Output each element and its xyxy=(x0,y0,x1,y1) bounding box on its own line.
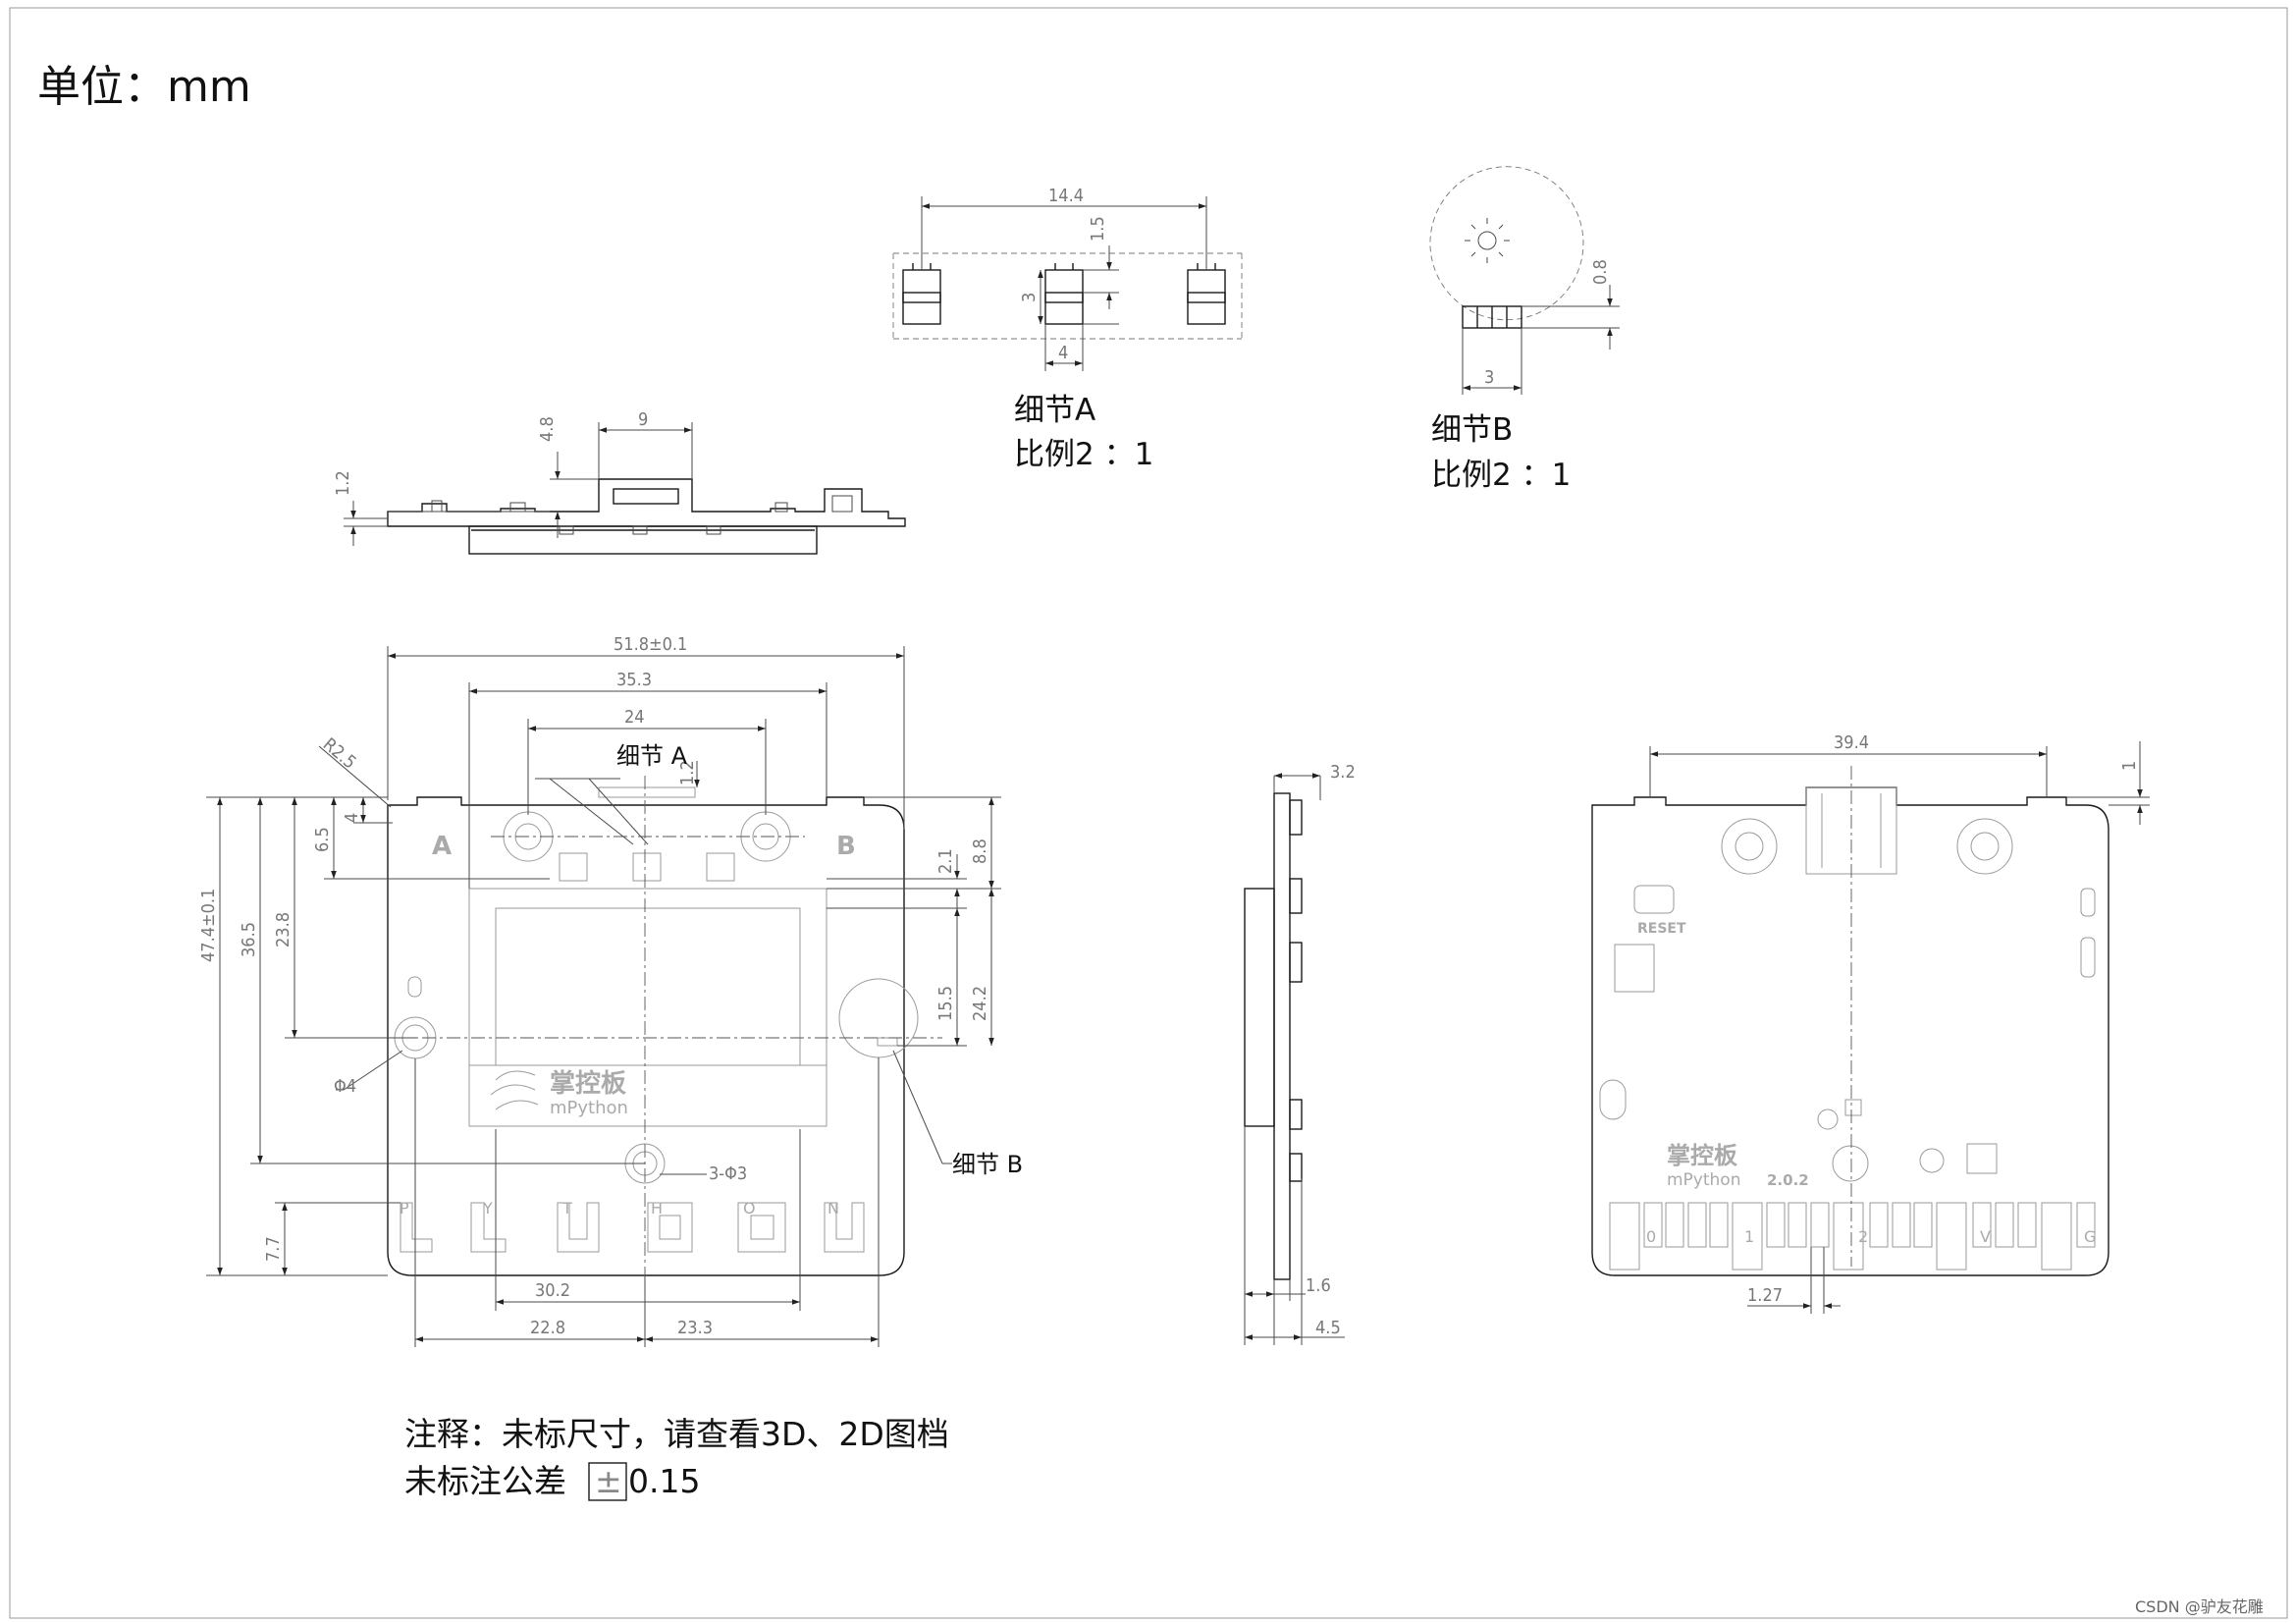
dim-detail-b-h: 0.8 xyxy=(1590,259,1611,285)
dim-top-h2: 1.2 xyxy=(333,470,353,496)
back-pin-labels: 0 1 2 V G xyxy=(1646,1227,2096,1246)
dim-front-r4: 24.2 xyxy=(970,986,990,1021)
pin-letter-n: N xyxy=(828,1199,839,1217)
dim-front-overall-w: 51.8±0.1 xyxy=(614,634,687,655)
board-side-label-a: A xyxy=(432,832,452,861)
back-pin-g: G xyxy=(2084,1227,2096,1246)
detail-a-heading: 细节A xyxy=(1014,393,1095,428)
dim-front-w1: 35.3 xyxy=(616,670,652,690)
dim-detail-a-h1: 1.5 xyxy=(1088,216,1108,242)
detail-b-view: 0.8 3 细节B 比例2 ：1 xyxy=(1429,166,1620,493)
dim-front-holes: 3-Φ3 xyxy=(709,1163,747,1184)
dim-front-h1: 36.5 xyxy=(239,922,259,957)
dim-front-d1: 4 xyxy=(342,813,362,823)
back-brand-sub: mPython xyxy=(1667,1170,1741,1190)
dim-front-w2: 24 xyxy=(624,707,645,728)
pin-letter-t: T xyxy=(561,1199,572,1217)
dim-front-h2: 23.8 xyxy=(273,912,294,947)
pin-letter-y: Y xyxy=(482,1199,493,1217)
back-pin-0: 0 xyxy=(1646,1227,1656,1246)
notes-block: 注释：未标尺寸，请查看3D、2D图档 未标注公差 ± 0.15 xyxy=(404,1415,949,1501)
back-reset-label: RESET xyxy=(1637,921,1686,937)
dim-detail-a-h2: 3 xyxy=(1019,293,1040,302)
dim-front-r2: 2.1 xyxy=(935,848,956,874)
tolerance-symbol: ± xyxy=(595,1462,622,1500)
dim-side-t2: 1.6 xyxy=(1306,1275,1331,1296)
pin-letter-p: P xyxy=(400,1199,409,1217)
note-line-1: 注释：未标尺寸，请查看3D、2D图档 xyxy=(404,1415,949,1453)
callout-detail-a: 细节 A xyxy=(616,742,688,770)
dim-side-t3: 4.5 xyxy=(1315,1318,1341,1338)
dim-front-b1: 30.2 xyxy=(535,1280,570,1301)
dim-front-r3: 15.5 xyxy=(935,986,956,1021)
note-line-2-prefix: 未标注公差 xyxy=(404,1462,566,1500)
dim-detail-a-width: 14.4 xyxy=(1048,186,1084,206)
back-gold-finger-pads xyxy=(1609,1202,2096,1271)
note-line-2-value: 0.15 xyxy=(628,1462,700,1500)
front-pin-letters: P Y T H O N xyxy=(400,1199,839,1217)
dim-front-r1: 8.8 xyxy=(970,839,990,864)
back-view: RESET 掌控板 mPython 2.0.2 0 1 2 V G xyxy=(1591,732,2150,1314)
dim-front-h3: 7.7 xyxy=(263,1236,284,1262)
pin-letter-o: O xyxy=(743,1199,756,1217)
units-title: 单位：mm xyxy=(37,62,251,112)
top-edge-view: 4.8 9 1.2 xyxy=(333,409,906,555)
dim-front-hole: Φ4 xyxy=(334,1076,356,1097)
dim-back-h: 1 xyxy=(2119,761,2140,771)
front-logo-icon xyxy=(490,1070,539,1110)
front-view: A B P Y T H O N 掌控板 mPython 51. xyxy=(198,634,1023,1347)
pin-letter-h: H xyxy=(651,1199,663,1217)
board-side-label-b: B xyxy=(836,832,856,861)
dim-front-small: 1.2 xyxy=(677,760,698,785)
dim-front-d2: 6.5 xyxy=(312,827,333,852)
dim-back-w: 39.4 xyxy=(1834,732,1869,753)
back-pin-1: 1 xyxy=(1744,1227,1754,1246)
back-version-label: 2.0.2 xyxy=(1767,1171,1809,1189)
detail-a-scale: 比例2 ：1 xyxy=(1014,437,1153,472)
drawing-border xyxy=(9,7,2288,1619)
watermark: CSDN @驴友花雕 xyxy=(2135,1597,2264,1616)
dim-side-t1: 3.2 xyxy=(1330,762,1356,783)
dim-back-pitch: 1.27 xyxy=(1747,1285,1783,1306)
dim-top-h1: 4.8 xyxy=(537,416,558,442)
dim-front-b2: 22.8 xyxy=(530,1318,565,1338)
tolerance-box xyxy=(588,1462,627,1501)
dim-front-b3: 23.3 xyxy=(677,1318,713,1338)
back-brand: 掌控板 xyxy=(1667,1142,1738,1169)
detail-b-scale: 比例2 ：1 xyxy=(1431,458,1571,493)
front-brand: 掌控板 xyxy=(550,1069,626,1099)
dim-top-w: 9 xyxy=(638,409,648,430)
dim-front-radius: R2.5 xyxy=(319,734,360,774)
detail-a-view: 14.4 1.5 3 4 细节A 比例2 ：1 xyxy=(892,186,1243,472)
dim-detail-a-w2: 4 xyxy=(1058,343,1068,363)
detail-b-heading: 细节B xyxy=(1431,412,1513,448)
dim-detail-b-w: 3 xyxy=(1484,367,1494,388)
side-view: 3.2 1.6 4.5 xyxy=(1244,762,1356,1345)
callout-detail-b: 细节 B xyxy=(952,1151,1023,1178)
back-pin-2: 2 xyxy=(1858,1227,1868,1246)
back-pin-v: V xyxy=(1980,1227,1991,1246)
dim-front-overall-h: 47.4±0.1 xyxy=(198,889,219,962)
front-brand-sub: mPython xyxy=(550,1098,628,1118)
